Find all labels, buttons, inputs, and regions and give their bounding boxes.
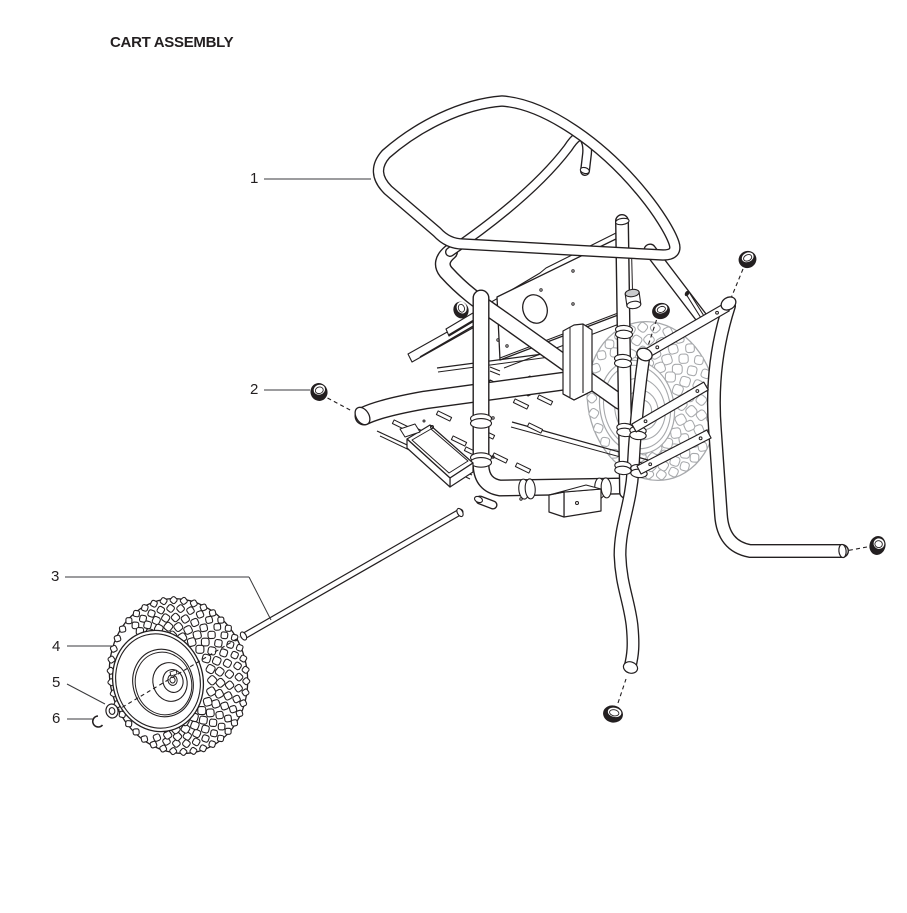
svg-text:4: 4 bbox=[52, 638, 60, 655]
svg-text:1: 1 bbox=[250, 170, 258, 187]
svg-text:2: 2 bbox=[250, 381, 258, 398]
svg-text:5: 5 bbox=[52, 674, 60, 691]
svg-text:3: 3 bbox=[51, 568, 59, 585]
svg-text:6: 6 bbox=[52, 710, 60, 727]
